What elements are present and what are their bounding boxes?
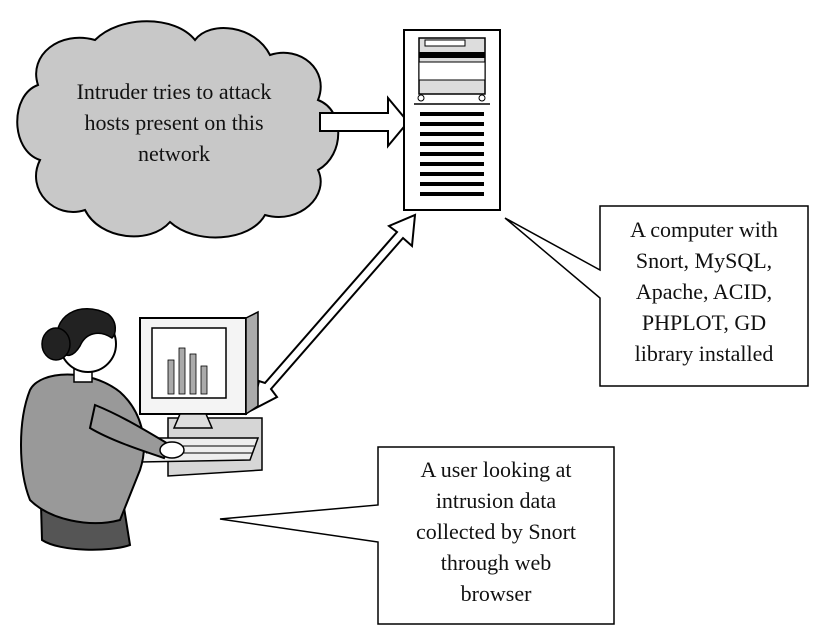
server-callout-line: library installed — [634, 341, 774, 366]
cloud-label-line: network — [137, 141, 211, 166]
server-callout-label: A computer with Snort, MySQL, Apache, AC… — [604, 214, 804, 369]
user-callout — [219, 446, 615, 625]
cloud-label-line: hosts present on this — [84, 110, 264, 135]
user-callout-line: browser — [460, 581, 532, 606]
user-at-computer-icon — [20, 308, 263, 551]
server-callout-line: Snort, MySQL, — [635, 248, 773, 273]
user-callout-line: A user looking at — [420, 457, 572, 482]
server-user-double-arrow — [250, 213, 417, 412]
cloud-label-line: Intruder tries to attack — [76, 79, 272, 104]
server-callout-line: Apache, ACID, — [635, 279, 773, 304]
user-callout-line: through web — [440, 550, 552, 575]
user-callout-label: A user looking at intrusion data collect… — [382, 454, 610, 609]
cloud-icon — [16, 20, 340, 239]
server-tower-icon — [403, 29, 501, 211]
server-callout-line: PHPLOT, GD — [641, 310, 767, 335]
server-callout-line: A computer with — [630, 217, 778, 242]
server-callout — [504, 205, 809, 387]
user-callout-line: intrusion data — [435, 488, 557, 513]
cloud-to-server-arrow — [319, 95, 410, 149]
cloud-label: Intruder tries to attack hosts present o… — [32, 76, 316, 169]
user-callout-line: collected by Snort — [415, 519, 577, 544]
